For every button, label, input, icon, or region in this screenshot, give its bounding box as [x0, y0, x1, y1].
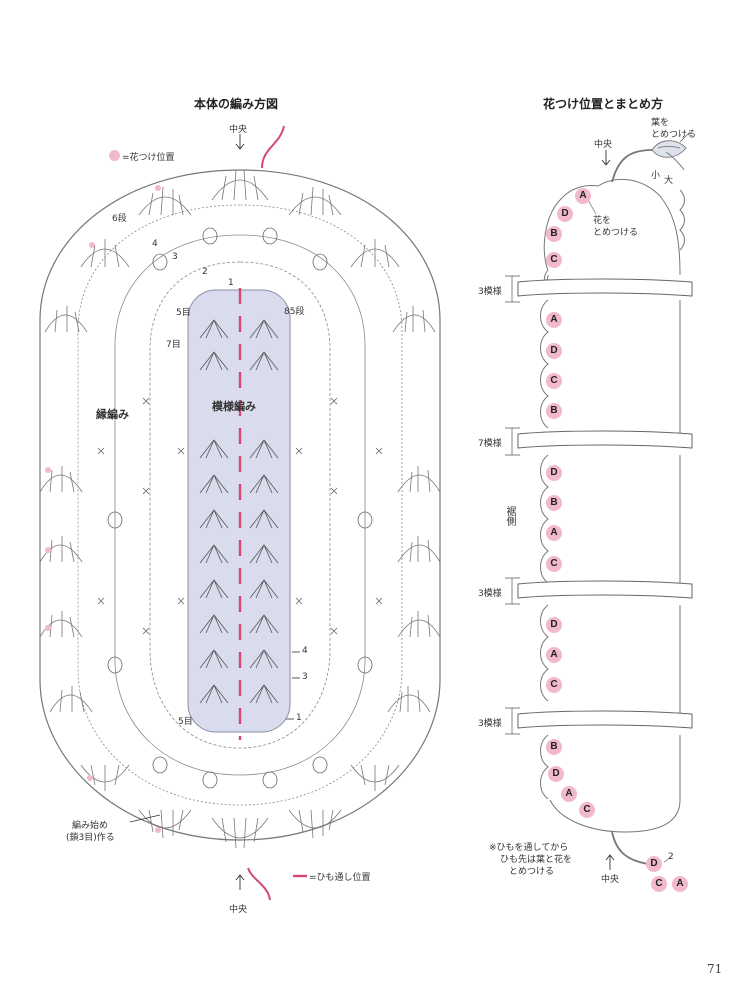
leaf-small-label: 小 — [651, 171, 661, 181]
arrow-right-bottom — [605, 854, 615, 870]
flower-badge: B — [546, 226, 562, 242]
cord-bands — [517, 278, 693, 729]
right-center-bottom: 中央 — [601, 875, 620, 885]
start-note-line1: 編み始め — [72, 821, 109, 831]
flower-badge: C — [546, 373, 562, 389]
row-6-label: 6段 — [112, 214, 127, 224]
tip-flower-badge: D — [646, 856, 662, 872]
left-center-top: 中央 — [229, 125, 248, 135]
flower-badge: C — [579, 802, 595, 818]
flower-badge: A — [575, 188, 591, 204]
left-title: 本体の編み方図 — [194, 97, 279, 111]
flower-markers — [45, 185, 161, 833]
flower-badge: C — [546, 556, 562, 572]
mid-ring-3 — [149, 261, 331, 749]
bottom-cord — [611, 831, 649, 865]
leaf-large-label: 大 — [664, 176, 674, 186]
flower-badge: A — [546, 312, 562, 328]
flower-note-leader — [587, 199, 597, 215]
arrow-top — [235, 134, 245, 150]
flower-badge: A — [561, 786, 577, 802]
flower-badge: D — [546, 343, 562, 359]
footnote-line1: ※ひもを通してから — [489, 843, 569, 853]
flower-badge: D — [557, 206, 573, 222]
flower-legend: =花つけ位置 — [122, 153, 175, 163]
arrow-bottom — [235, 874, 245, 890]
band-ticks — [505, 275, 520, 735]
flower-badge: A — [546, 647, 562, 663]
stitch-5b-label: 5目 — [178, 717, 193, 727]
row-3-label: 3 — [172, 252, 178, 262]
tip-2-label: 2 — [668, 852, 674, 862]
stitch-5a-label: 5目 — [176, 308, 191, 318]
border-label: 縁編み — [96, 408, 129, 421]
arrow-1-label: 1 — [296, 713, 302, 723]
flower-badge: B — [546, 739, 562, 755]
mid-ring-1 — [77, 204, 403, 806]
right-title: 花つけ位置とまとめ方 — [543, 97, 664, 111]
leaf-note-leader — [679, 131, 691, 143]
fan-motifs — [39, 169, 441, 849]
stitch-7-label: 7目 — [166, 340, 181, 350]
footnote-line2: ひも先は葉と花を — [500, 855, 573, 865]
bottom2-leader — [663, 857, 671, 863]
footnote-line3: とめつける — [509, 867, 555, 877]
row-2-label: 2 — [202, 267, 208, 277]
row-85-label: 85段 — [284, 307, 305, 317]
band-1-label: 3模様 — [478, 287, 502, 297]
top-cord — [611, 149, 653, 183]
flower-legend-icon — [109, 150, 120, 161]
tip-flower-badge: C — [651, 876, 667, 892]
flower-note-line2: とめつける — [593, 228, 639, 238]
left-center-bottom: 中央 — [229, 905, 248, 915]
arrow-4-label: 4 — [302, 646, 308, 656]
band-4-label: 3模様 — [478, 719, 502, 729]
pattern-label: 模様編み — [212, 400, 256, 413]
row-4-label: 4 — [152, 239, 158, 249]
outer-border — [39, 169, 441, 841]
hem-side-label: 裾側 — [504, 506, 515, 526]
flower-badge: B — [546, 495, 562, 511]
flower-badge: B — [546, 403, 562, 419]
flower-badge: A — [546, 525, 562, 541]
leaf-note-line2: とめつける — [651, 130, 697, 140]
arrow-3-label: 3 — [302, 672, 308, 682]
flower-badge: D — [546, 617, 562, 633]
arrow-right-top — [601, 150, 611, 166]
start-note-leader — [129, 814, 161, 823]
flower-badge: C — [546, 677, 562, 693]
page-number: 71 — [707, 962, 723, 976]
cord-legend: =ひも通し位置 — [309, 873, 371, 883]
cord-top — [261, 125, 285, 169]
band-2-label: 7模様 — [478, 439, 502, 449]
cross-marks — [97, 397, 383, 635]
mid-ring-2 — [114, 234, 366, 776]
flower-badge: C — [546, 252, 562, 268]
row-1-label: 1 — [228, 278, 234, 288]
band-3-label: 3模様 — [478, 589, 502, 599]
start-note-line2: (鎖3目)作る — [66, 833, 115, 843]
flower-note-line1: 花を — [593, 216, 612, 226]
bobble-stitches — [107, 227, 373, 789]
strip-outline — [540, 178, 685, 833]
leaf-note-line1: 葉を — [651, 118, 670, 128]
cord-bottom — [247, 867, 271, 901]
leaf-icon — [651, 140, 687, 171]
flower-badge: D — [546, 465, 562, 481]
right-center-top: 中央 — [594, 140, 613, 150]
flower-badge: D — [548, 766, 564, 782]
panel-fans — [199, 319, 279, 704]
tip-flower-badge: A — [672, 876, 688, 892]
